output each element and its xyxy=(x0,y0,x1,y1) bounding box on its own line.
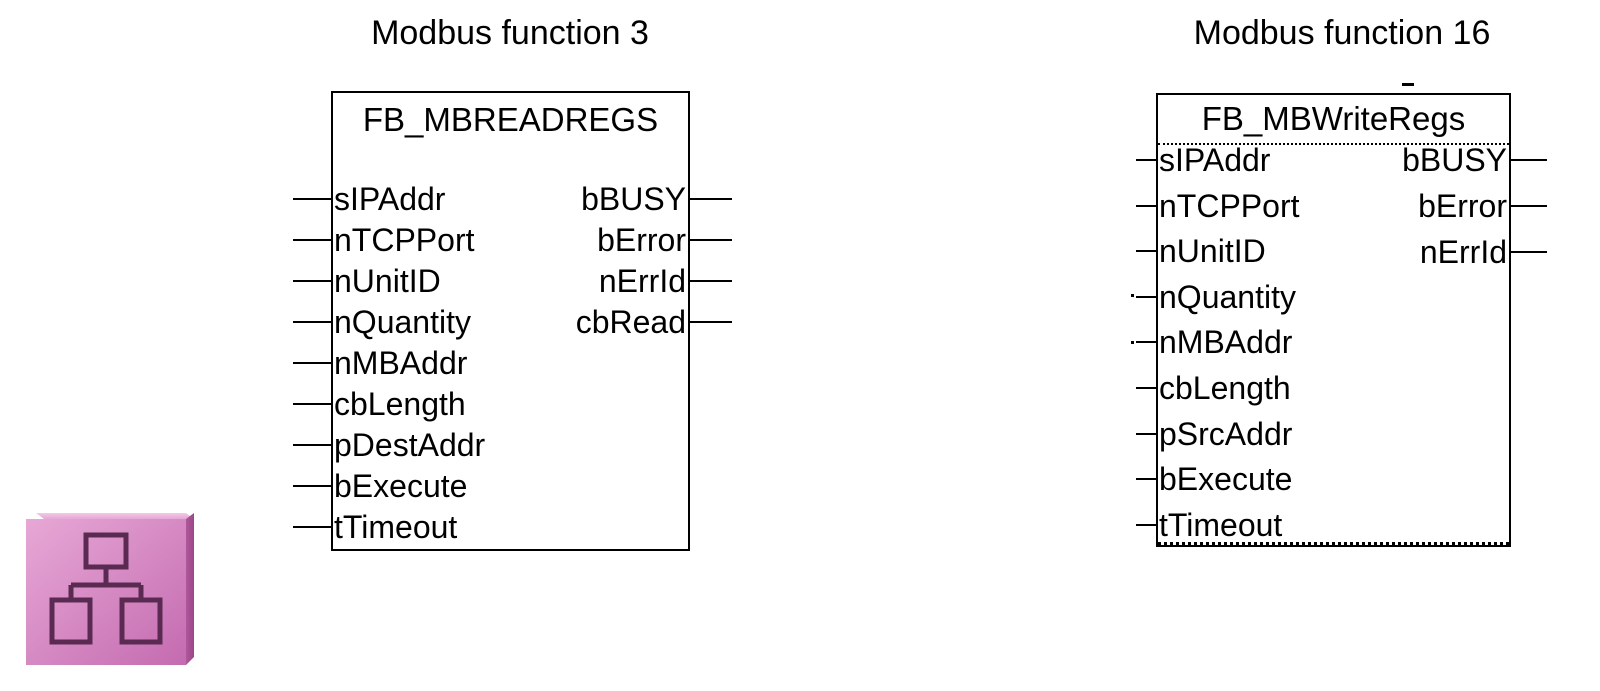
input-pin-label: bExecute xyxy=(334,468,468,504)
input-wire xyxy=(293,444,331,446)
input-pin-label: pSrcAddr xyxy=(1159,415,1293,452)
output-wire xyxy=(690,239,732,241)
input-pin: nTCPPort xyxy=(293,220,474,260)
input-pin: pSrcAddr xyxy=(1136,414,1292,454)
output-pin-label: bBUSY xyxy=(581,181,686,217)
output-pin-label: bError xyxy=(597,222,686,258)
input-wire xyxy=(293,198,331,200)
input-pin: nTCPPort xyxy=(1136,186,1299,226)
block-caption-write: Modbus function 16 xyxy=(1193,14,1491,52)
output-pin-label: bBUSY xyxy=(1402,142,1507,178)
side-tick xyxy=(1131,294,1134,297)
input-wire xyxy=(1136,250,1156,253)
input-wire xyxy=(293,362,331,364)
function-block-read-regs: FB_MBREADREGS xyxy=(331,91,690,551)
output-pin: bError xyxy=(597,220,732,260)
output-pin-label: bError xyxy=(1418,188,1507,224)
input-wire xyxy=(293,321,331,323)
input-pin: sIPAddr xyxy=(1136,140,1270,180)
input-wire xyxy=(1136,204,1156,207)
input-pin: nUnitID xyxy=(1136,231,1266,271)
input-wire xyxy=(293,280,331,282)
output-wire xyxy=(690,280,732,282)
input-wire xyxy=(1136,523,1156,526)
input-pin: nQuantity xyxy=(1136,277,1296,317)
input-wire xyxy=(293,485,331,487)
block-inner-dotted-border xyxy=(1158,143,1509,545)
input-pin-label: nMBAddr xyxy=(1159,324,1293,361)
top-marker xyxy=(1402,83,1414,86)
input-pin-label: tTimeout xyxy=(1159,506,1283,543)
input-pin: nMBAddr xyxy=(293,343,467,383)
input-pin-label: nUnitID xyxy=(1159,233,1266,270)
block-caption-read: Modbus function 3 xyxy=(371,14,649,52)
input-pin: bExecute xyxy=(1136,459,1292,499)
function-block-write-regs: FB_MBWriteRegs xyxy=(1156,93,1511,547)
input-pin-label: nUnitID xyxy=(334,263,441,299)
network-hierarchy-cube-icon xyxy=(26,505,200,665)
input-pin-label: nTCPPort xyxy=(1159,187,1300,224)
output-wire xyxy=(1511,159,1547,161)
input-wire xyxy=(1136,387,1156,389)
output-wire xyxy=(690,321,732,323)
output-pin: bBUSY xyxy=(1402,140,1547,180)
input-pin: nQuantity xyxy=(293,302,471,342)
input-pin: tTimeout xyxy=(293,507,457,547)
input-wire xyxy=(1136,341,1156,344)
input-pin-label: nTCPPort xyxy=(334,222,475,258)
output-wire xyxy=(1511,251,1547,253)
input-pin-label: cbLength xyxy=(1159,370,1291,406)
input-pin-label: sIPAddr xyxy=(1159,142,1271,178)
input-pin-label: cbLength xyxy=(334,386,466,422)
side-tick xyxy=(1131,341,1134,344)
output-pin: nErrId xyxy=(1420,232,1547,272)
input-pin: bExecute xyxy=(293,466,467,506)
output-pin: cbRead xyxy=(576,302,732,342)
input-wire xyxy=(293,239,331,241)
block-title: FB_MBWriteRegs xyxy=(1201,100,1466,137)
output-pin-label: cbRead xyxy=(575,304,686,340)
input-wire xyxy=(293,526,331,528)
title-separator xyxy=(1158,143,1509,145)
input-pin: cbLength xyxy=(1136,368,1291,408)
input-pin: tTimeout xyxy=(1136,505,1282,545)
input-wire xyxy=(1136,478,1156,481)
input-wire xyxy=(1136,432,1156,435)
input-wire xyxy=(1136,295,1156,298)
output-pin-label: nErrId xyxy=(598,263,686,299)
block-title: FB_MBREADREGS xyxy=(362,101,659,138)
input-pin: pDestAddr xyxy=(293,425,485,465)
input-wire xyxy=(293,403,331,405)
input-pin: nMBAddr xyxy=(1136,322,1292,362)
input-pin: nUnitID xyxy=(293,261,441,301)
input-pin-label: sIPAddr xyxy=(334,181,446,217)
output-wire xyxy=(690,198,732,200)
input-pin-label: nQuantity xyxy=(1159,278,1296,315)
input-pin-label: nQuantity xyxy=(334,304,471,340)
output-pin: bBUSY xyxy=(581,179,732,219)
input-pin-label: pDestAddr xyxy=(334,427,486,463)
input-wire xyxy=(1136,159,1156,161)
input-pin-label: bExecute xyxy=(1159,461,1293,498)
input-pin-label: tTimeout xyxy=(334,509,458,545)
output-pin: nErrId xyxy=(599,261,732,301)
input-pin-label: nMBAddr xyxy=(334,345,468,381)
output-pin: bError xyxy=(1418,186,1547,226)
output-wire xyxy=(1511,205,1547,207)
output-pin-label: nErrId xyxy=(1419,234,1507,270)
input-pin: sIPAddr xyxy=(293,179,445,219)
input-pin: cbLength xyxy=(293,384,466,424)
